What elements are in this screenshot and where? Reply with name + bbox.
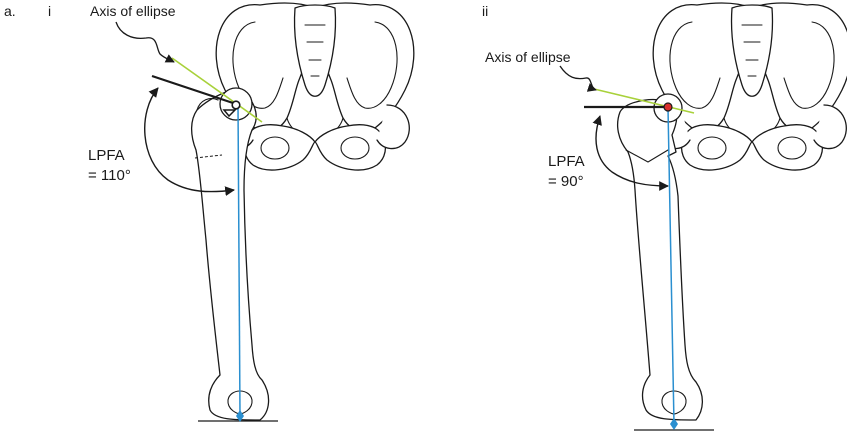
leader-axis-left xyxy=(115,21,175,63)
axis-end-marker-left xyxy=(236,410,244,422)
angle-arc-left xyxy=(144,87,235,196)
panel-ii xyxy=(559,2,847,431)
subpanel-label-ii: ii xyxy=(482,3,488,19)
pelvis-right xyxy=(652,2,847,171)
ellipse-axis-right xyxy=(589,87,695,114)
lpfa-value-left: = 110° xyxy=(88,167,131,184)
mechanical-axis-left xyxy=(237,103,241,417)
subpanel-label-i: i xyxy=(48,3,51,19)
panel-label: a. xyxy=(4,3,16,19)
axis-end-marker-right xyxy=(670,418,678,430)
head-center-marker-right xyxy=(663,102,673,112)
mechanical-axis-right xyxy=(667,107,675,425)
leader-axis-right xyxy=(559,65,597,92)
lpfa-label-right: LPFA xyxy=(548,153,585,170)
lpfa-value-right: = 90° xyxy=(548,173,584,190)
head-center-marker-left xyxy=(231,100,241,110)
panel-i xyxy=(115,2,415,422)
axis-of-ellipse-label-right: Axis of ellipse xyxy=(485,49,571,65)
lpfa-label-left: LPFA xyxy=(88,147,125,164)
axis-of-ellipse-label-left: Axis of ellipse xyxy=(90,3,176,19)
angle-arc-right xyxy=(592,115,669,191)
